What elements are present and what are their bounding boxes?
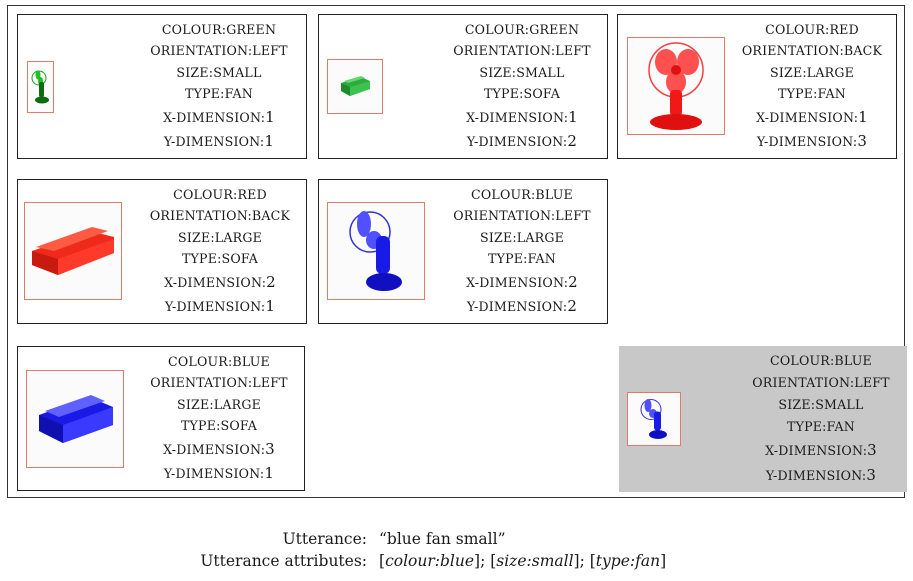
fan-icon bbox=[31, 70, 49, 104]
colour-label: COLOUR:RED bbox=[173, 186, 267, 202]
x-dimension-label: X-DIMENSION:2 bbox=[466, 272, 578, 291]
sofa-icon bbox=[341, 75, 370, 96]
orientation-label: ORIENTATION:LEFT bbox=[150, 43, 288, 59]
orientation-label: ORIENTATION:BACK bbox=[741, 43, 883, 59]
thumbnail bbox=[627, 392, 681, 446]
attribute-list: COLOUR:BLUE ORIENTATION:LEFT SIZE:LARGE … bbox=[437, 184, 607, 319]
attribute-list: COLOUR:RED ORIENTATION:BACK SIZE:LARGE T… bbox=[728, 19, 896, 154]
dimension-value: 1 bbox=[568, 107, 578, 126]
dimension-value: 1 bbox=[265, 107, 275, 126]
size-label: SIZE:SMALL bbox=[176, 64, 262, 80]
card-blue-sofa[interactable]: COLOUR:BLUE ORIENTATION:LEFT SIZE:LARGE … bbox=[17, 346, 305, 491]
dimension-value: 2 bbox=[568, 272, 578, 291]
thumbnail bbox=[327, 202, 425, 300]
attributes-list: [colour:blue]; [size:small]; [type:fan] bbox=[379, 552, 667, 570]
dimension-value: 2 bbox=[567, 297, 578, 316]
card-green-fan[interactable]: COLOUR:GREEN ORIENTATION:LEFT SIZE:SMALL… bbox=[17, 14, 307, 159]
type-label: TYPE:FAN bbox=[185, 86, 253, 102]
dimension-value: 1 bbox=[858, 107, 868, 126]
x-dimension-label: X-DIMENSION:2 bbox=[164, 272, 276, 291]
orientation-label: ORIENTATION:LEFT bbox=[752, 375, 890, 391]
type-label: TYPE:SOFA bbox=[483, 86, 561, 102]
attribute-type: type:fan bbox=[595, 552, 661, 570]
attribute-list: COLOUR:GREEN ORIENTATION:LEFT SIZE:SMALL… bbox=[437, 19, 607, 154]
dimension-value: 3 bbox=[867, 441, 877, 460]
y-dimension-label: Y-DIMENSION:3 bbox=[765, 466, 877, 485]
attributes-row: Utterance attributes: [colour:blue]; [si… bbox=[0, 552, 913, 572]
x-dimension-label: X-DIMENSION:1 bbox=[163, 107, 275, 126]
x-dimension-label: X-DIMENSION:3 bbox=[163, 439, 275, 458]
card-green-sofa[interactable]: COLOUR:GREEN ORIENTATION:LEFT SIZE:SMALL… bbox=[318, 14, 608, 159]
thumbnail bbox=[24, 202, 122, 300]
colour-label: COLOUR:BLUE bbox=[471, 186, 573, 202]
attribute-list: COLOUR:GREEN ORIENTATION:LEFT SIZE:SMALL… bbox=[134, 19, 304, 154]
fan-icon bbox=[640, 399, 667, 439]
y-dimension-label: Y-DIMENSION:1 bbox=[163, 132, 275, 151]
size-label: SIZE:LARGE bbox=[178, 229, 262, 245]
dimension-value: 1 bbox=[264, 132, 275, 151]
colour-label: COLOUR:BLUE bbox=[168, 353, 270, 369]
colour-label: COLOUR:RED bbox=[765, 21, 859, 37]
attribute-colour: colour:blue bbox=[385, 552, 475, 570]
card-red-fan[interactable]: COLOUR:RED ORIENTATION:BACK SIZE:LARGE T… bbox=[617, 14, 897, 159]
attribute-list: COLOUR:BLUE ORIENTATION:LEFT SIZE:LARGE … bbox=[134, 351, 304, 486]
attribute-list: COLOUR:BLUE ORIENTATION:LEFT SIZE:SMALL … bbox=[735, 350, 907, 488]
dimension-value: 3 bbox=[866, 466, 877, 485]
x-dimension-label: X-DIMENSION:1 bbox=[466, 107, 578, 126]
type-label: TYPE:SOFA bbox=[180, 418, 258, 434]
x-dimension-label: X-DIMENSION:1 bbox=[756, 107, 868, 126]
sofa-icon bbox=[39, 395, 113, 443]
orientation-label: ORIENTATION:LEFT bbox=[453, 208, 591, 224]
y-dimension-label: Y-DIMENSION:1 bbox=[164, 297, 276, 316]
y-dimension-label: Y-DIMENSION:2 bbox=[466, 297, 578, 316]
dimension-value: 2 bbox=[567, 132, 578, 151]
dimension-value: 3 bbox=[265, 439, 275, 458]
colour-label: COLOUR:BLUE bbox=[770, 353, 872, 369]
size-label: SIZE:LARGE bbox=[177, 396, 261, 412]
type-label: TYPE:SOFA bbox=[181, 251, 259, 267]
fan-icon bbox=[648, 42, 704, 130]
attribute-size: size:small bbox=[496, 552, 574, 570]
utterance-text: “blue fan small” bbox=[379, 530, 506, 548]
attributes-label: Utterance attributes: bbox=[200, 552, 367, 570]
dimension-value: 1 bbox=[264, 464, 275, 483]
size-label: SIZE:SMALL bbox=[479, 64, 565, 80]
orientation-label: ORIENTATION:BACK bbox=[149, 208, 291, 224]
card-blue-fan[interactable]: COLOUR:BLUE ORIENTATION:LEFT SIZE:LARGE … bbox=[318, 179, 608, 324]
y-dimension-label: Y-DIMENSION:3 bbox=[756, 132, 868, 151]
x-dimension-label: X-DIMENSION:3 bbox=[765, 441, 877, 460]
fan-icon bbox=[349, 211, 402, 291]
dimension-value: 1 bbox=[265, 297, 276, 316]
y-dimension-label: Y-DIMENSION:1 bbox=[163, 464, 275, 483]
type-label: TYPE:FAN bbox=[787, 419, 855, 435]
attribute-list: COLOUR:RED ORIENTATION:BACK SIZE:LARGE T… bbox=[134, 184, 306, 319]
size-label: SIZE:LARGE bbox=[480, 229, 564, 245]
thumbnail bbox=[27, 61, 54, 113]
y-dimension-label: Y-DIMENSION:2 bbox=[466, 132, 578, 151]
type-label: TYPE:FAN bbox=[778, 86, 846, 102]
object-grid: COLOUR:GREEN ORIENTATION:LEFT SIZE:SMALL… bbox=[7, 5, 907, 498]
size-label: SIZE:SMALL bbox=[778, 397, 864, 413]
thumbnail bbox=[26, 370, 124, 468]
thumbnail bbox=[627, 37, 725, 135]
thumbnail bbox=[327, 59, 383, 114]
orientation-label: ORIENTATION:LEFT bbox=[150, 375, 288, 391]
dimension-value: 2 bbox=[266, 272, 276, 291]
colour-label: COLOUR:GREEN bbox=[161, 21, 277, 37]
utterance-row: Utterance: “blue fan small” bbox=[0, 530, 913, 550]
colour-label: COLOUR:GREEN bbox=[464, 21, 580, 37]
card-target-blue-fan[interactable]: COLOUR:BLUE ORIENTATION:LEFT SIZE:SMALL … bbox=[619, 346, 907, 492]
type-label: TYPE:FAN bbox=[488, 251, 556, 267]
orientation-label: ORIENTATION:LEFT bbox=[453, 43, 591, 59]
dimension-value: 3 bbox=[857, 132, 868, 151]
sofa-icon bbox=[32, 227, 114, 275]
utterance-label: Utterance: bbox=[282, 530, 367, 548]
card-red-sofa[interactable]: COLOUR:RED ORIENTATION:BACK SIZE:LARGE T… bbox=[17, 179, 307, 324]
size-label: SIZE:LARGE bbox=[770, 64, 854, 80]
